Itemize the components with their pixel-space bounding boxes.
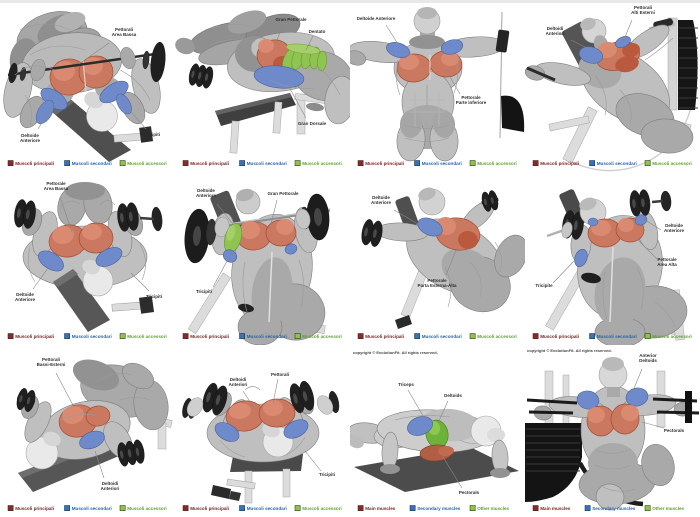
- svg-text:Muscoli secondari: Muscoli secondari: [72, 161, 112, 166]
- svg-text:Muscoli accessori: Muscoli accessori: [127, 334, 167, 339]
- svg-text:Anteriore: Anteriore: [371, 200, 392, 205]
- svg-text:Anteriore: Anteriore: [196, 193, 217, 198]
- svg-text:Muscoli principali: Muscoli principali: [365, 161, 404, 166]
- svg-text:Muscoli accessori: Muscoli accessori: [302, 334, 342, 339]
- svg-text:Muscoli secondari: Muscoli secondari: [422, 161, 462, 166]
- svg-text:Secondary muscles: Secondary muscles: [592, 506, 636, 511]
- svg-text:Other muscles: Other muscles: [652, 506, 684, 511]
- svg-text:Gran Dorsale: Gran Dorsale: [298, 121, 327, 126]
- svg-text:Anteriori: Anteriori: [101, 486, 120, 491]
- svg-text:Tricipiti: Tricipiti: [144, 132, 160, 137]
- svg-text:Deltoide: Deltoide: [372, 195, 390, 200]
- svg-text:Anterior: Anterior: [639, 353, 657, 358]
- svg-text:Triceps: Triceps: [398, 382, 414, 387]
- svg-text:Muscoli principali: Muscoli principali: [15, 334, 54, 339]
- svg-text:Pettorali: Pettorali: [115, 27, 133, 32]
- svg-text:Deltoide: Deltoide: [197, 188, 215, 193]
- svg-text:Gran Pettorale: Gran Pettorale: [267, 191, 299, 196]
- svg-text:Main muscles: Main muscles: [540, 506, 571, 511]
- svg-text:Tricipiti: Tricipiti: [196, 289, 212, 294]
- svg-text:Area Alta: Area Alta: [657, 262, 677, 267]
- svg-text:Deltoids: Deltoids: [639, 358, 657, 363]
- svg-text:Muscoli principali: Muscoli principali: [15, 161, 54, 166]
- svg-text:Muscoli secondari: Muscoli secondari: [72, 506, 112, 511]
- svg-text:Muscoli secondari: Muscoli secondari: [247, 506, 287, 511]
- svg-text:Muscoli principali: Muscoli principali: [190, 506, 229, 511]
- svg-text:Muscoli secondari: Muscoli secondari: [72, 334, 112, 339]
- svg-text:copyright © EvolutionFit. All: copyright © EvolutionFit. All rights res…: [353, 350, 438, 355]
- svg-text:Muscoli secondari: Muscoli secondari: [247, 161, 287, 166]
- svg-text:Tricipiti: Tricipiti: [319, 472, 335, 477]
- svg-text:Muscoli principali: Muscoli principali: [190, 161, 229, 166]
- svg-text:Muscoli principali: Muscoli principali: [15, 506, 54, 511]
- svg-text:Muscoli accessori: Muscoli accessori: [652, 334, 692, 339]
- svg-text:Pettorali: Pettorali: [42, 357, 60, 362]
- svg-text:Pettorale: Pettorale: [461, 95, 481, 100]
- svg-text:Muscoli accessori: Muscoli accessori: [302, 506, 342, 511]
- svg-text:Main muscles: Main muscles: [365, 506, 396, 511]
- svg-text:Anteriore: Anteriore: [15, 297, 36, 302]
- svg-text:Deltoidi: Deltoidi: [102, 481, 119, 486]
- svg-text:Muscoli secondari: Muscoli secondari: [422, 334, 462, 339]
- svg-text:Muscoli secondari: Muscoli secondari: [597, 161, 637, 166]
- svg-text:Tricipiti: Tricipiti: [146, 294, 162, 299]
- svg-text:Anteriori: Anteriori: [229, 382, 248, 387]
- svg-text:Muscoli accessori: Muscoli accessori: [127, 161, 167, 166]
- svg-text:Muscoli accessori: Muscoli accessori: [127, 506, 167, 511]
- svg-text:Muscoli principali: Muscoli principali: [365, 334, 404, 339]
- svg-text:Area Bassa: Area Bassa: [44, 186, 69, 191]
- svg-text:Gran Pettorale: Gran Pettorale: [275, 17, 307, 22]
- svg-text:Muscoli principali: Muscoli principali: [540, 334, 579, 339]
- svg-text:Parta Esterna-Alta: Parta Esterna-Alta: [417, 283, 457, 288]
- svg-text:Muscoli principali: Muscoli principali: [540, 161, 579, 166]
- svg-text:Muscoli principali: Muscoli principali: [190, 334, 229, 339]
- svg-text:Muscoli secondari: Muscoli secondari: [597, 334, 637, 339]
- svg-text:Deltoide: Deltoide: [16, 292, 34, 297]
- svg-text:Muscoli accessori: Muscoli accessori: [477, 334, 517, 339]
- svg-text:Deltoide: Deltoide: [21, 133, 39, 138]
- svg-text:Pectorals: Pectorals: [664, 428, 685, 433]
- svg-text:Pettorale: Pettorale: [46, 181, 66, 186]
- svg-text:Deltoids: Deltoids: [444, 393, 462, 398]
- svg-text:Anteriori: Anteriori: [546, 31, 565, 36]
- svg-text:Area Bassa: Area Bassa: [112, 32, 137, 37]
- svg-text:Alti Esterni: Alti Esterni: [631, 10, 655, 15]
- svg-text:Muscoli accessori: Muscoli accessori: [652, 161, 692, 166]
- svg-text:Bassi-Esterni: Bassi-Esterni: [37, 362, 66, 367]
- svg-text:Pettorali: Pettorali: [634, 5, 652, 10]
- svg-text:Deltoidi: Deltoidi: [547, 26, 564, 31]
- svg-text:Pettorale: Pettorale: [657, 257, 677, 262]
- svg-text:Deltoide Anteriore: Deltoide Anteriore: [357, 16, 396, 21]
- svg-text:Parte inferiore: Parte inferiore: [456, 100, 487, 105]
- svg-text:Muscoli accessori: Muscoli accessori: [302, 161, 342, 166]
- svg-text:copyright © EvolutionFit. All: copyright © EvolutionFit. All rights res…: [527, 348, 612, 353]
- svg-text:Anteriore: Anteriore: [20, 138, 41, 143]
- svg-text:Muscoli accessori: Muscoli accessori: [477, 161, 517, 166]
- svg-text:Tricipite: Tricipite: [535, 283, 553, 288]
- svg-text:Anteriore: Anteriore: [664, 228, 685, 233]
- svg-text:Deltoide: Deltoide: [665, 223, 683, 228]
- svg-text:Pettorali: Pettorali: [271, 372, 289, 377]
- svg-text:Muscoli secondari: Muscoli secondari: [247, 334, 287, 339]
- svg-text:Pettorale: Pettorale: [427, 278, 447, 283]
- svg-text:Deltoidi: Deltoidi: [230, 377, 247, 382]
- svg-text:Dentato: Dentato: [309, 29, 326, 34]
- svg-text:Pectorals: Pectorals: [459, 490, 480, 495]
- svg-text:Secondary muscles: Secondary muscles: [417, 506, 461, 511]
- svg-text:Other muscles: Other muscles: [477, 506, 509, 511]
